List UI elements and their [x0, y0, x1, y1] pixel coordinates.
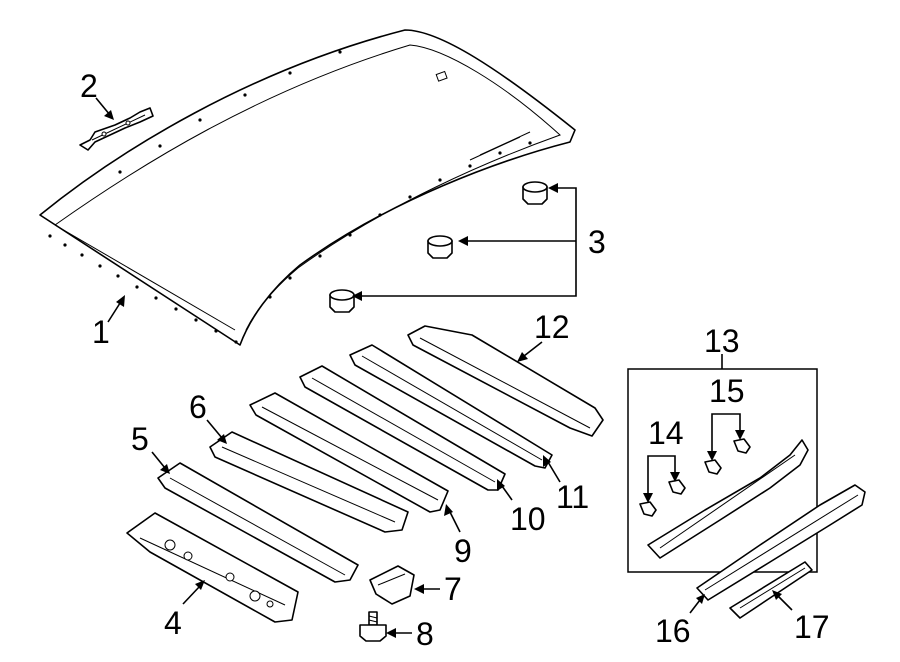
callout-12: 12 [534, 309, 570, 345]
roof-bow-5 [157, 462, 359, 583]
bolt [359, 611, 387, 642]
nut-bottom [329, 289, 355, 313]
side-rail-reinforcement [647, 439, 809, 559]
roof-bracket [79, 107, 154, 151]
nut-middle [427, 235, 453, 259]
callout-11: 11 [556, 479, 589, 515]
callout-10: 10 [510, 501, 546, 537]
callout-labels: 1 2 3 4 5 6 7 8 9 10 11 12 13 14 15 16 1… [80, 68, 830, 652]
gusset-plate [369, 565, 415, 605]
clip-15b [733, 438, 751, 454]
clip-14a [639, 501, 657, 517]
rail-strip [729, 561, 813, 619]
callout-5: 5 [131, 421, 149, 457]
callout-6: 6 [189, 389, 207, 425]
callout-7: 7 [444, 571, 462, 607]
callout-14: 14 [648, 415, 684, 451]
roof-bow-11 [349, 344, 553, 469]
clip-15a [704, 459, 722, 475]
callout-8: 8 [416, 616, 434, 652]
nut-top [522, 181, 548, 205]
callout-16: 16 [655, 613, 691, 649]
leader-lines [95, 97, 793, 638]
callout-3: 3 [588, 224, 606, 260]
roof-panel [39, 29, 576, 346]
callout-9: 9 [454, 533, 472, 569]
callout-13: 13 [704, 323, 740, 359]
callout-1: 1 [92, 314, 110, 350]
callout-17: 17 [794, 609, 830, 645]
callout-4: 4 [164, 605, 182, 641]
roof-bow-6 [209, 431, 409, 533]
front-header-panel [126, 512, 299, 623]
clip-14b [668, 479, 686, 495]
callout-2: 2 [80, 68, 98, 104]
roof-bow-9 [249, 392, 449, 513]
side-roof-rail [696, 484, 866, 601]
roof-bow-12 [407, 325, 604, 437]
callout-15: 15 [709, 373, 745, 409]
